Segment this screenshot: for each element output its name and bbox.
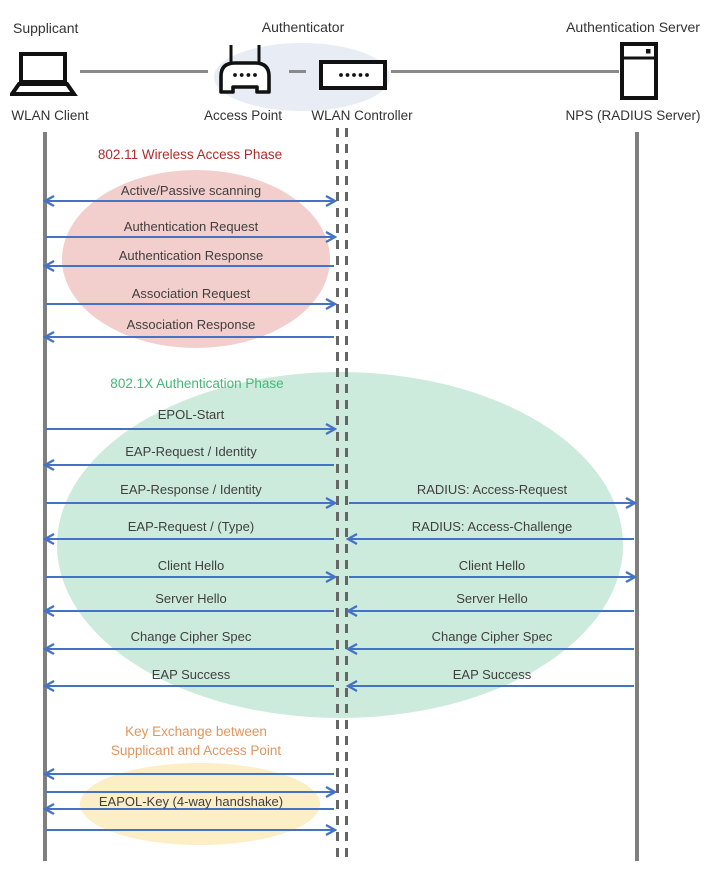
server-icon	[620, 42, 658, 100]
connector-line-mid	[289, 70, 306, 73]
role-authentication-server: Authentication Server	[566, 19, 700, 35]
message-label: RADIUS: Access-Challenge	[411, 519, 573, 534]
role-supplicant: Supplicant	[13, 20, 79, 36]
message-label: EAP Success	[151, 667, 231, 682]
message-label: EAP Success	[452, 667, 532, 682]
laptop-icon	[10, 52, 78, 96]
device-access-point: Access Point	[203, 108, 283, 123]
message-label: Authentication Response	[118, 248, 264, 263]
message-label: Authentication Request	[123, 219, 259, 234]
message-label: EPOL-Start	[157, 407, 225, 422]
message-label: RADIUS: Access-Request	[416, 482, 568, 497]
dot1x-authentication-phase-title: 802.1X Authentication Phase	[110, 376, 284, 391]
key-exchange-phase-ellipse	[80, 763, 320, 845]
lifeline-wlan-client	[43, 132, 47, 861]
device-nps-radius-server: NPS (RADIUS Server)	[565, 108, 701, 123]
message-label: Active/Passive scanning	[120, 183, 262, 198]
message-label: EAP-Request / Identity	[125, 444, 257, 459]
access-point-icon	[219, 45, 271, 94]
role-authenticator: Authenticator	[261, 19, 345, 35]
message-label: EAP-Request / (Type)	[127, 519, 255, 534]
connector-line-left	[80, 70, 208, 73]
wireless-access-phase-title: 802.11 Wireless Access Phase	[97, 147, 283, 162]
message-label: Association Response	[126, 317, 256, 332]
message-label: Client Hello	[458, 558, 526, 573]
message-label: Change Cipher Spec	[130, 629, 252, 644]
device-wlan-controller: WLAN Controller	[311, 108, 413, 123]
connector-line-right	[391, 70, 619, 73]
message-label: EAPOL-Key (4-way handshake)	[98, 794, 284, 809]
message-label: Server Hello	[155, 591, 227, 606]
lifeline-authenticator-left-dash	[336, 128, 339, 858]
lifeline-authenticator-right-dash	[345, 128, 348, 858]
message-label: Change Cipher Spec	[431, 629, 553, 644]
message-label: EAP-Response / Identity	[120, 482, 262, 497]
key-exchange-phase-title: Key Exchange between Supplicant and Acce…	[111, 722, 281, 760]
message-label: Server Hello	[456, 591, 528, 606]
key-exchange-title-line2: Supplicant and Access Point	[110, 743, 282, 758]
wlan-controller-icon	[319, 60, 387, 90]
key-exchange-title-line1: Key Exchange between	[125, 724, 267, 739]
message-label: Association Request	[131, 286, 251, 301]
device-wlan-client: WLAN Client	[11, 108, 89, 123]
lifeline-radius-server	[635, 132, 639, 861]
message-label: Client Hello	[157, 558, 225, 573]
